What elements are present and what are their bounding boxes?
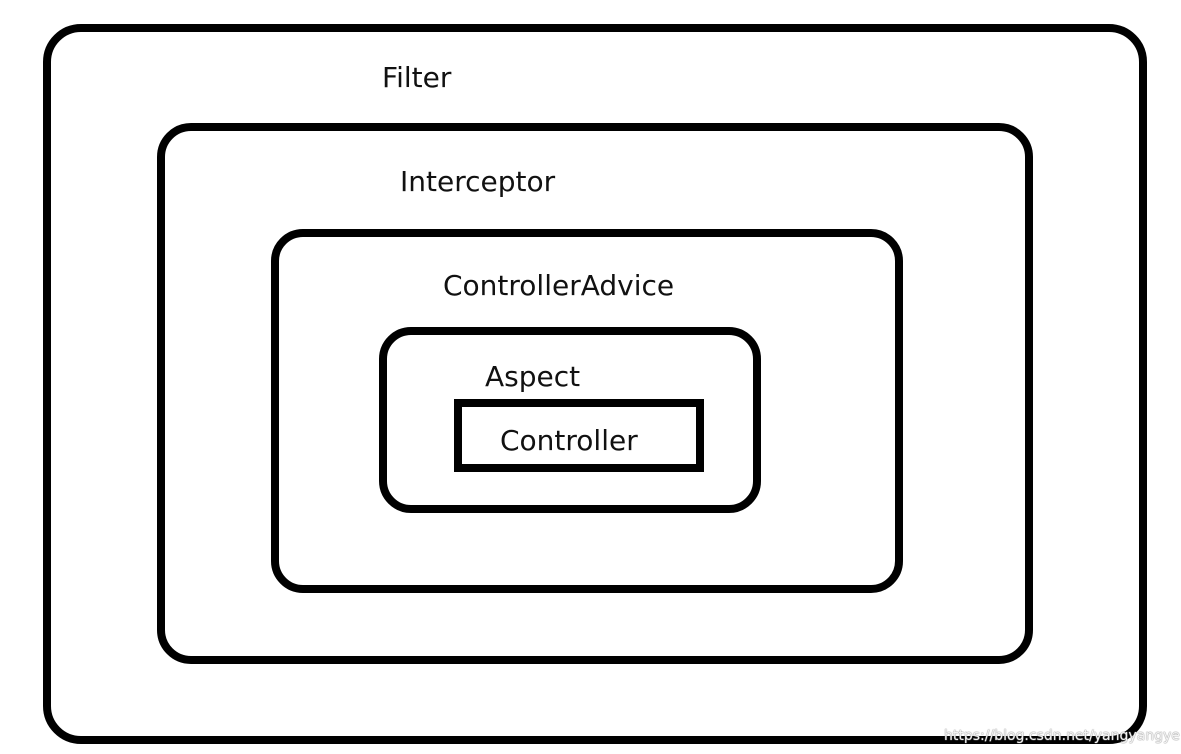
controller-advice-box	[271, 229, 903, 593]
controller-box	[454, 399, 704, 472]
aspect-label: Aspect	[485, 360, 581, 393]
interceptor-label: Interceptor	[400, 165, 556, 198]
aspect-box	[379, 327, 761, 513]
filter-box	[43, 24, 1147, 744]
controller-advice-label: ControllerAdvice	[443, 269, 675, 302]
interceptor-box	[157, 123, 1033, 664]
filter-label: Filter	[382, 61, 452, 94]
watermark-text: https://blog.csdn.net/yangyangye	[944, 728, 1180, 744]
controller-label: Controller	[500, 424, 638, 457]
